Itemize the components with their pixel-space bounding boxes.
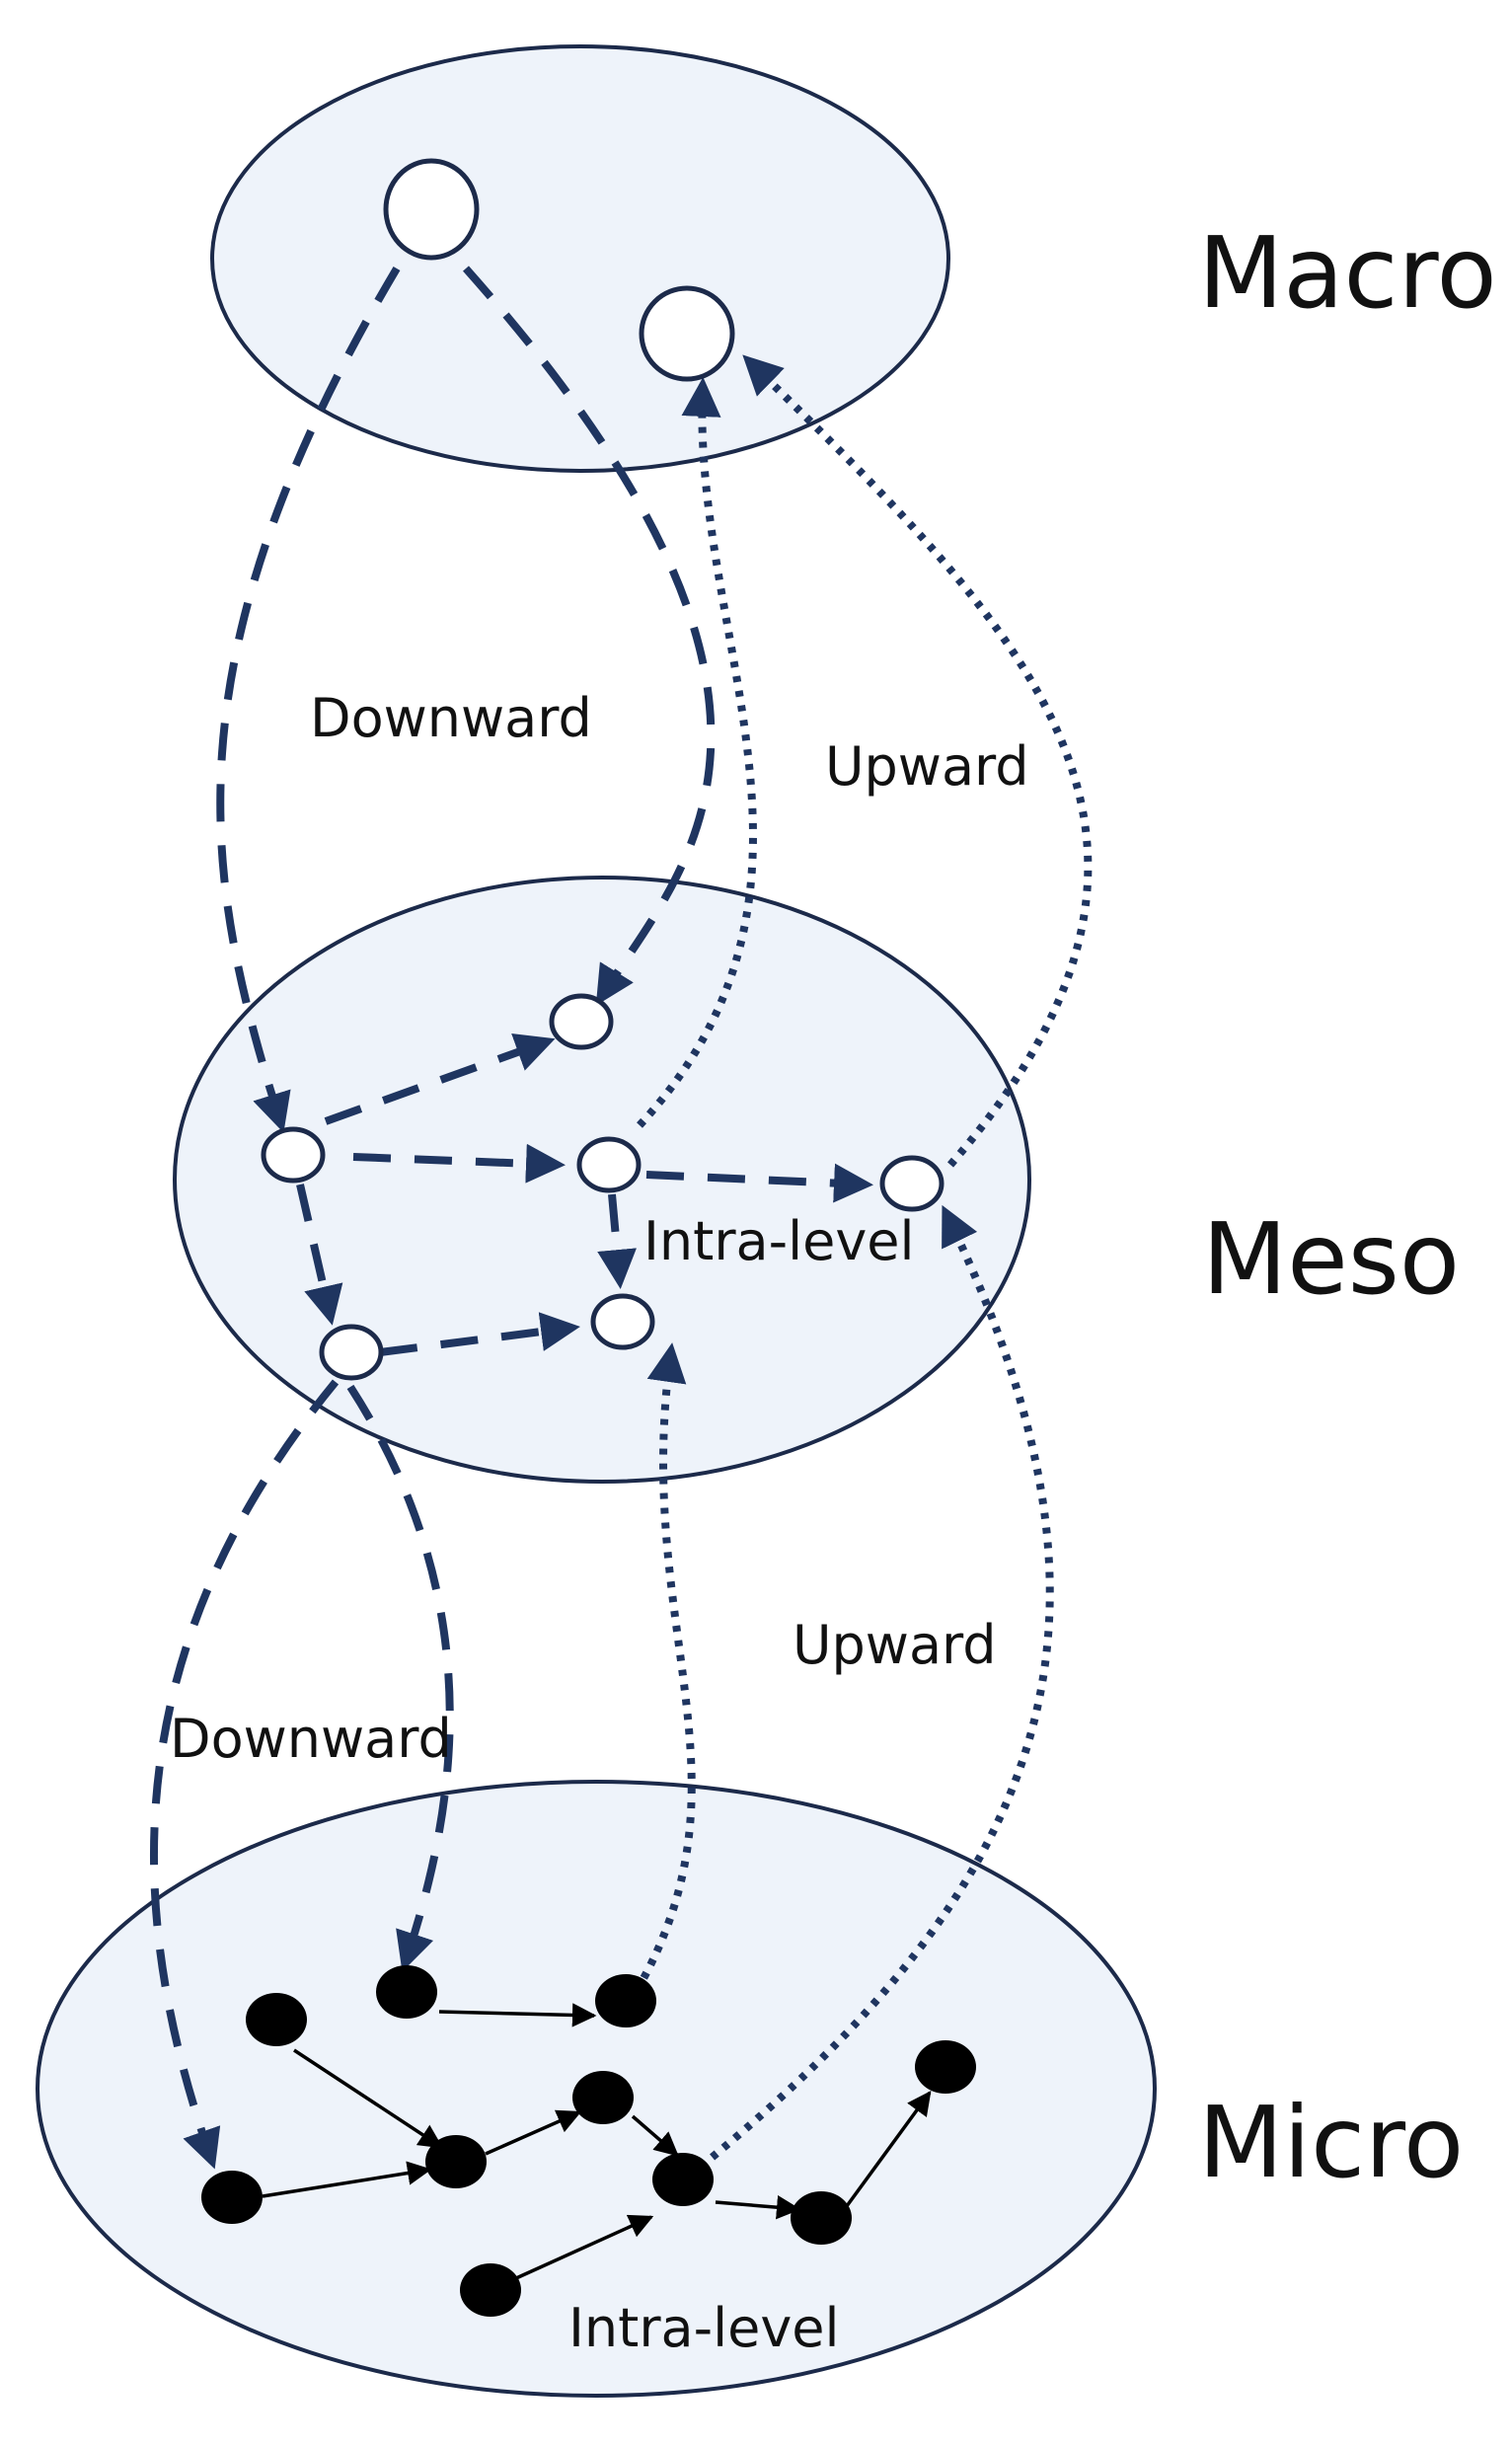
macro-node bbox=[383, 158, 480, 261]
intra-micro-edge bbox=[842, 2091, 932, 2212]
meso-node bbox=[879, 1155, 945, 1212]
edge-label-intra-level: Intra-level bbox=[568, 2297, 840, 2359]
micro-node bbox=[246, 1993, 307, 2046]
micro-node bbox=[595, 1974, 656, 2027]
downward-edge bbox=[216, 266, 401, 1133]
intra-meso-edge bbox=[352, 1143, 566, 1184]
downward-edge bbox=[346, 1384, 454, 1972]
intra-meso-edge bbox=[324, 1033, 556, 1125]
downward-edge bbox=[150, 1379, 340, 2170]
meso-node bbox=[576, 1136, 642, 1193]
meso-node bbox=[549, 993, 614, 1050]
meso-node bbox=[590, 1293, 655, 1350]
upward-edge bbox=[742, 354, 1093, 1168]
micro-node bbox=[425, 2135, 487, 2188]
micro-node bbox=[460, 2263, 521, 2317]
micro-node bbox=[201, 2171, 263, 2224]
meso-node bbox=[319, 1324, 384, 1381]
intra-micro-edge bbox=[262, 2161, 432, 2198]
intra-meso-edge bbox=[597, 1193, 638, 1289]
micro-node bbox=[572, 2071, 634, 2124]
intra-micro-edge bbox=[631, 2114, 679, 2157]
edge-label-downward: Downward bbox=[310, 687, 592, 749]
edge-label-downward: Downward bbox=[170, 1708, 452, 1770]
intra-micro-edge bbox=[715, 2194, 801, 2220]
macro-node bbox=[639, 285, 735, 382]
micro-node bbox=[915, 2040, 976, 2094]
micro-node bbox=[376, 1965, 437, 2019]
micro-node bbox=[652, 2153, 714, 2206]
level-label-micro: Micro bbox=[1198, 2085, 1464, 2200]
edge-label-upward: Upward bbox=[825, 735, 1029, 798]
intra-micro-edge bbox=[293, 2048, 444, 2149]
intra-meso-edge bbox=[645, 1163, 873, 1203]
intra-micro-edge bbox=[438, 2003, 597, 2027]
level-label-meso: Meso bbox=[1202, 1201, 1460, 1317]
intra-micro-edge bbox=[515, 2214, 654, 2280]
meso-node bbox=[261, 1126, 326, 1184]
intra-meso-edge bbox=[379, 1312, 580, 1356]
micro-node bbox=[791, 2191, 852, 2245]
downward-edge bbox=[463, 266, 716, 1006]
intra-meso-edge bbox=[296, 1184, 343, 1326]
edge-label-intra-level: Intra-level bbox=[643, 1210, 915, 1272]
edge-label-upward: Upward bbox=[793, 1614, 997, 1676]
intra-micro-edge bbox=[485, 2109, 582, 2156]
level-label-macro: Macro bbox=[1198, 215, 1497, 331]
